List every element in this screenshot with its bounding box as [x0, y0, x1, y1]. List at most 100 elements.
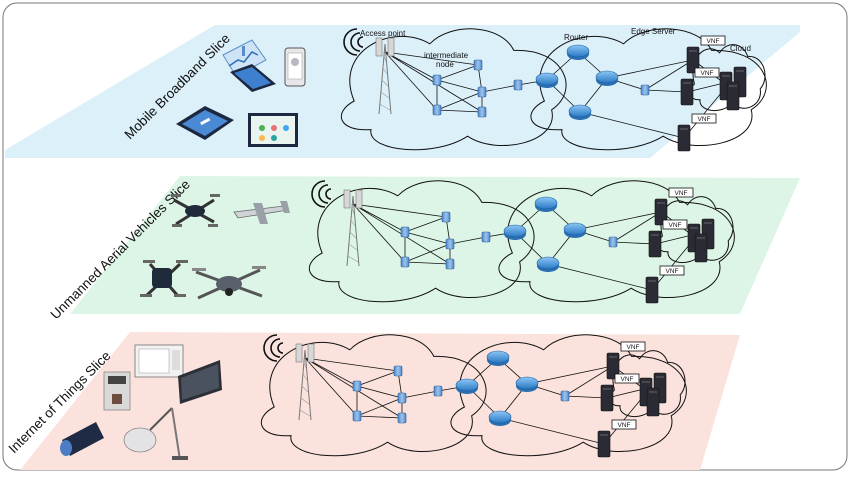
- vnf-box: [700, 35, 726, 46]
- network-link: [356, 370, 399, 387]
- router-top: [535, 72, 559, 86]
- label-intermediate-node: intermediate node: [424, 51, 470, 69]
- tower-brace: [383, 55, 387, 63]
- network-link: [404, 261, 451, 265]
- network-link: [384, 51, 438, 81]
- tower-brace: [347, 255, 359, 263]
- antenna-panel: [387, 37, 395, 57]
- vnf-label: VNF: [698, 116, 711, 123]
- signal-wave-icon: [277, 342, 284, 354]
- intermediate-node-icon: [400, 226, 410, 238]
- intermediate-node-icon: [397, 392, 407, 404]
- slice-band-iot: [20, 332, 740, 470]
- tower-leg: [298, 349, 306, 421]
- signal-wave-icon: [343, 28, 358, 56]
- vnf-box: [691, 113, 717, 124]
- intermediate-node-icon: [352, 410, 362, 422]
- vacuum-cleaner-icon: [123, 407, 188, 461]
- tower-leg: [346, 195, 354, 267]
- intermediate-node-icon: [513, 79, 523, 91]
- vnf-label: VNF: [666, 268, 679, 275]
- network-link: [564, 395, 608, 399]
- label-intermediate-node-text: intermediate: [424, 51, 469, 60]
- intermediate-node-icon: [432, 74, 442, 86]
- cloud-icon: [609, 350, 686, 417]
- router-top: [486, 350, 510, 364]
- access-cloud-outline: [309, 180, 535, 303]
- network-link: [436, 64, 479, 81]
- tower-brace: [382, 67, 388, 75]
- router-top: [568, 104, 592, 118]
- tower-leg: [384, 43, 392, 115]
- edge-server-icon: [654, 198, 668, 226]
- cloud-icon: [657, 196, 734, 263]
- vnf-label: VNF: [618, 422, 631, 429]
- network-link: [304, 357, 358, 417]
- intermediate-node-icon: [640, 84, 650, 96]
- vnf-box: [668, 187, 694, 198]
- signal-wave-icon: [350, 32, 361, 52]
- router-top: [515, 376, 539, 390]
- network-link: [304, 357, 399, 372]
- tower-brace: [299, 409, 311, 417]
- intermediate-node-icon: [393, 365, 403, 377]
- network-link: [499, 417, 605, 445]
- intermediate-node-icon: [397, 412, 407, 424]
- intermediate-node-icon: [445, 258, 455, 270]
- tower-brace: [301, 385, 309, 393]
- edge-server-icon: [600, 384, 614, 412]
- cloud-server-icon: [694, 233, 708, 263]
- intermediate-node-icon: [560, 390, 570, 402]
- label-access-point: Access point: [360, 29, 406, 38]
- network-link: [612, 211, 662, 243]
- router-top: [566, 44, 590, 58]
- antenna-panel: [355, 189, 363, 209]
- vnf-label: VNF: [701, 70, 714, 77]
- tower-brace: [303, 361, 307, 369]
- network-link: [352, 203, 406, 263]
- tower-brace: [350, 219, 356, 227]
- drone-quadcopter-top-left-icon: [171, 194, 220, 227]
- intermediate-node-icon: [400, 256, 410, 268]
- router-top: [534, 196, 558, 210]
- router-top: [455, 378, 479, 392]
- label-edge-server: Edge Server: [631, 27, 676, 36]
- intermediate-node-icon: [445, 238, 455, 250]
- network-link: [352, 203, 447, 218]
- network-link: [356, 385, 403, 399]
- network-link: [404, 231, 451, 245]
- antenna-panel: [375, 37, 383, 57]
- intermediate-node-icon: [473, 59, 483, 71]
- network-mbb: VNF VNF VNF: [341, 28, 767, 152]
- antenna-panel: [307, 343, 315, 363]
- core-cloud-outline: [450, 334, 687, 457]
- network-link: [304, 357, 358, 387]
- network-link: [547, 263, 653, 291]
- vnf-label: VNF: [707, 38, 720, 45]
- network-link: [579, 111, 685, 139]
- label-cloud: Cloud: [730, 44, 751, 53]
- tower-brace: [379, 103, 391, 111]
- network-link: [404, 243, 451, 263]
- router-top: [595, 70, 619, 84]
- vnf-box: [620, 341, 646, 352]
- tower-leg: [378, 43, 386, 115]
- signal-wave-icon: [311, 180, 326, 208]
- drone-fixed-wing-icon: [233, 201, 290, 224]
- network-link: [612, 241, 656, 245]
- intermediate-node-icon: [432, 104, 442, 116]
- vnf-label: VNF: [675, 190, 688, 197]
- cloud-server-icon: [646, 387, 660, 417]
- network-link: [352, 203, 406, 233]
- antenna-panel: [343, 189, 351, 209]
- intermediate-node-icon: [608, 236, 618, 248]
- vnf-box: [694, 67, 720, 78]
- network-link: [564, 365, 614, 397]
- device-monitor-icon: [248, 113, 298, 147]
- label-intermediate-node-line2: node: [436, 60, 454, 69]
- core-cloud-outline: [498, 180, 735, 303]
